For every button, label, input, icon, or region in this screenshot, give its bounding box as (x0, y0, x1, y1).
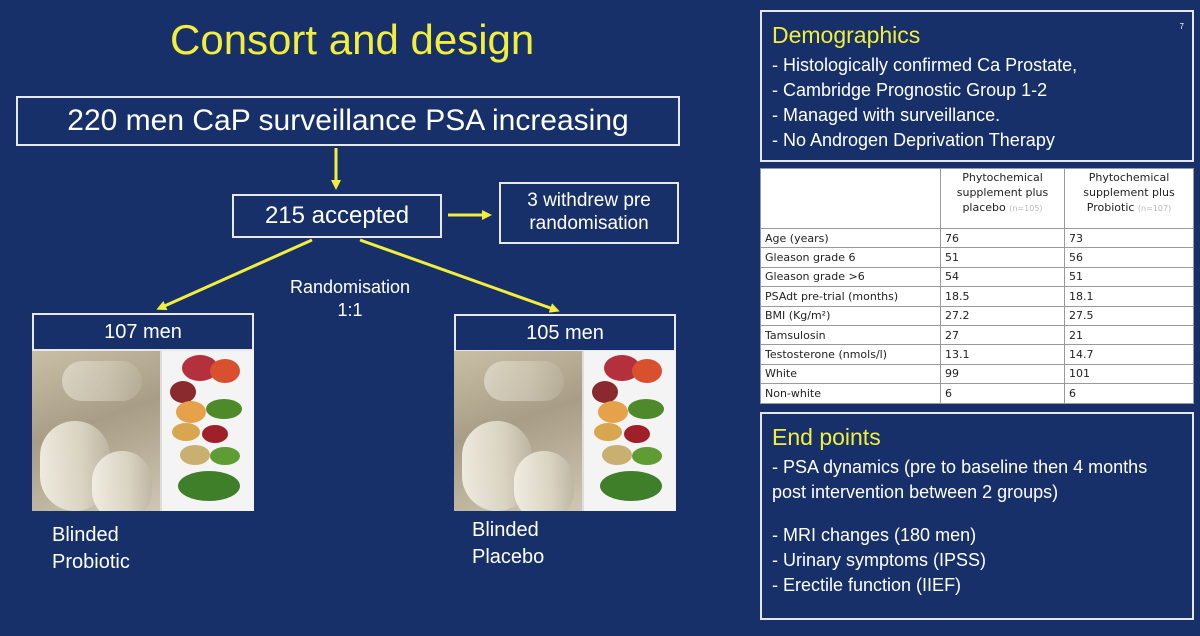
slide-title: Consort and design (170, 16, 535, 63)
demographics-title: Demographics (772, 22, 921, 48)
row-label: Non-white (760, 383, 941, 404)
probiotic-arm-count-box: 107 men (32, 313, 254, 351)
row-label: Tamsulosin (760, 324, 941, 346)
header-probiotic-label: Phytochemical supplement plus Probiotic (1083, 171, 1175, 214)
probiotic-arm-image (32, 351, 254, 511)
probiotic-arm-label: Blinded Probiotic (52, 524, 130, 573)
demographics-item: - Cambridge Prognostic Group 1-2 (772, 80, 1048, 100)
demographics-item: - Histologically confirmed Ca Prostate, (772, 55, 1078, 75)
withdrew-text: 3 withdrew pre randomisation (527, 190, 651, 234)
endpoints-title: End points (772, 424, 881, 450)
probiotic-value: 73 (1064, 227, 1194, 249)
row-label: White (760, 363, 941, 385)
row-label: Testosterone (nmols/l) (760, 344, 941, 365)
probiotic-value: 27.5 (1064, 305, 1194, 326)
demographics-panel: 7 Demographics - Histologically confirme… (760, 10, 1194, 162)
food-supplement-image (160, 351, 254, 511)
endpoint-item: - PSA dynamics (pre to baseline then 4 m… (772, 457, 1148, 502)
accepted-box: 215 accepted (232, 194, 442, 238)
table-header-placebo: Phytochemical supplement plus placebo (n… (940, 168, 1065, 229)
placebo-value: 99 (940, 363, 1065, 385)
enrolled-box: 220 men CaP surveillance PSA increasing (16, 96, 680, 146)
placebo-value: 27.2 (940, 305, 1065, 326)
baseline-table: Phytochemical supplement plus placebo (n… (760, 168, 1194, 404)
row-label: PSAdt pre-trial (months) (760, 286, 941, 307)
demographics-item: - No Androgen Deprivation Therapy (772, 130, 1055, 150)
endpoint-item: - MRI changes (180 men) (772, 525, 977, 545)
capsules-image (454, 351, 582, 511)
endpoints-panel: End points - PSA dynamics (pre to baseli… (760, 412, 1194, 620)
placebo-value: 54 (940, 266, 1065, 288)
probiotic-value: 18.1 (1064, 286, 1194, 307)
page-number: 7 (1179, 22, 1184, 31)
food-supplement-image (582, 351, 676, 511)
placebo-arm-count-box: 105 men (454, 314, 676, 352)
placebo-value: 76 (940, 227, 1065, 249)
probiotic-value: 101 (1064, 363, 1194, 385)
placebo-arm-image (454, 351, 676, 511)
withdrew-box: 3 withdrew pre randomisation (499, 182, 679, 244)
probiotic-value: 6 (1064, 383, 1194, 404)
demographics-item: - Managed with surveillance. (772, 105, 1001, 125)
table-header-row: Phytochemical supplement plus placebo (n… (760, 168, 1194, 229)
placebo-value: 51 (940, 247, 1065, 268)
placebo-value: 18.5 (940, 286, 1065, 307)
probiotic-value: 51 (1064, 266, 1194, 288)
header-placebo-n: (n=105) (1009, 203, 1043, 213)
header-placebo-label: Phytochemical supplement plus placebo (956, 171, 1049, 214)
probiotic-value: 56 (1064, 247, 1194, 268)
table-header-probiotic: Phytochemical supplement plus Probiotic … (1064, 168, 1194, 229)
endpoint-item: - Urinary symptoms (IPSS) (772, 550, 987, 570)
randomisation-label: Randomisation 1:1 (289, 277, 411, 321)
header-probiotic-n: (n=107) (1137, 203, 1172, 213)
probiotic-value: 14.7 (1064, 344, 1194, 365)
row-label: Gleason grade >6 (760, 266, 941, 288)
placebo-value: 13.1 (940, 344, 1065, 365)
row-label: Gleason grade 6 (760, 247, 941, 268)
endpoint-item: - Erectile function (IIEF) (772, 575, 962, 595)
table-header-empty (760, 168, 941, 229)
placebo-value: 27 (940, 324, 1065, 346)
capsules-image (32, 351, 160, 511)
placebo-arm-label: Blinded Placebo (472, 519, 545, 568)
placebo-value: 6 (940, 383, 1065, 404)
row-label: Age (years) (760, 227, 941, 249)
probiotic-value: 21 (1064, 324, 1194, 346)
row-label: BMI (Kg/m²) (760, 305, 941, 326)
